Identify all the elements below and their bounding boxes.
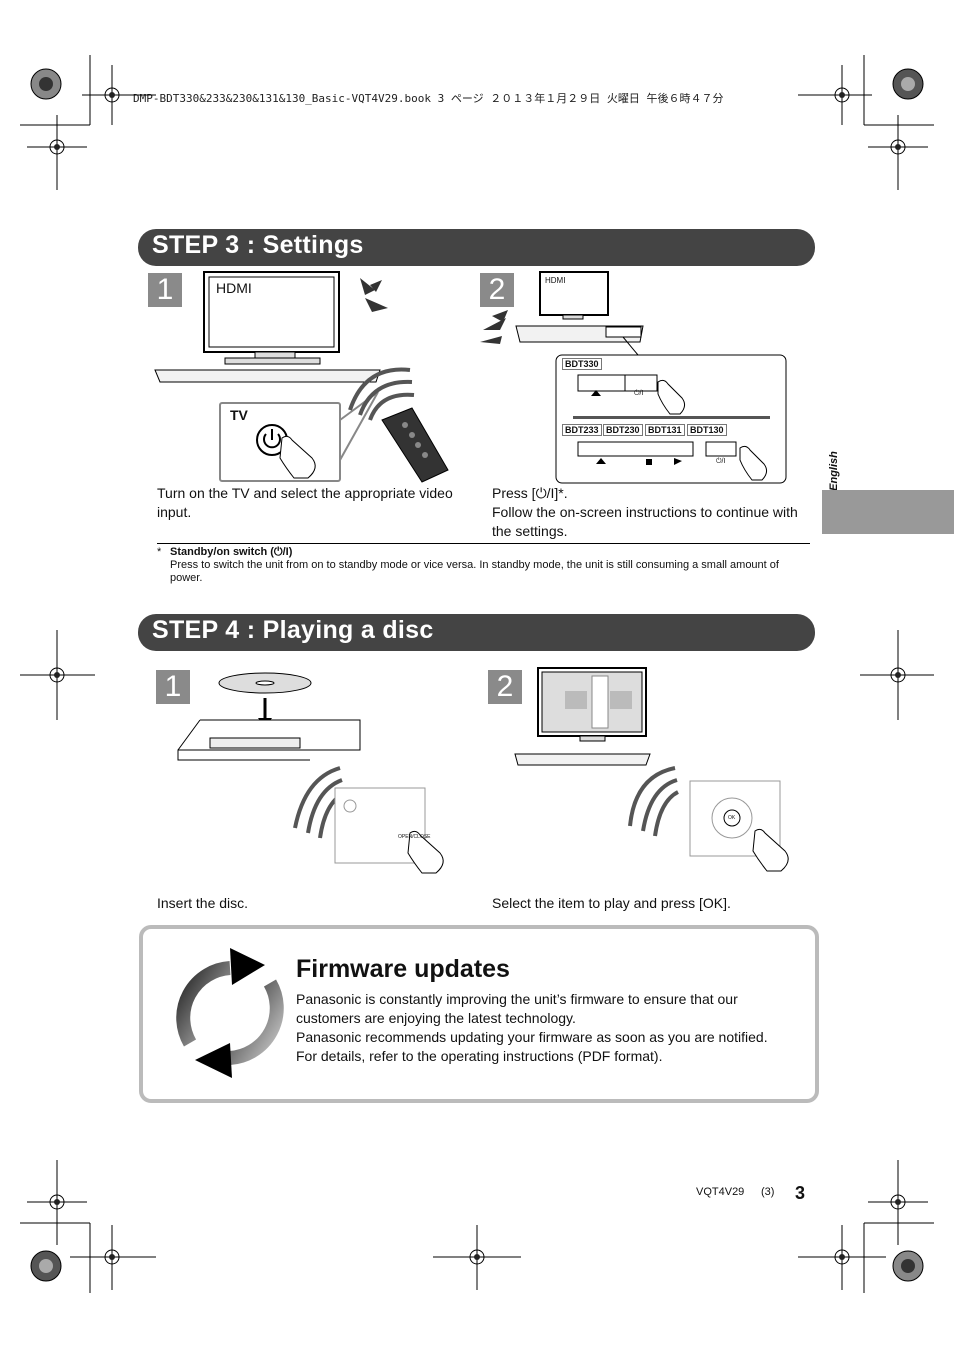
step3-panel1-illustration [154, 271, 449, 483]
firmware-line-1: Panasonic is constantly improving the un… [296, 991, 738, 1026]
model-tag-bdt131: BDT131 [645, 424, 685, 436]
refresh-icon [176, 948, 284, 1078]
step3-caption-line1: Press [⏻/I]*. [492, 485, 568, 501]
step4-panel1-illustration [177, 672, 444, 874]
step3-panel2-illustration [480, 271, 787, 484]
model-tag-bdt130: BDT130 [687, 424, 727, 436]
step3-panel1-caption: Turn on the TV and select the appropriat… [157, 485, 453, 520]
footer-code: VQT4V29 [696, 1186, 745, 1198]
sidebar-tab [822, 490, 954, 534]
firmware-title: Firmware updates [296, 955, 510, 983]
step3-panel2-number: 2 [480, 273, 514, 307]
firmware-box [139, 925, 819, 1103]
power-key-label-top: ⏻/I [634, 390, 644, 397]
firmware-line-3: For details, refer to the operating inst… [296, 1048, 663, 1064]
remote-tv-label: TV [230, 407, 248, 423]
firmware-line-2: Panasonic recommends updating your firmw… [296, 1029, 768, 1045]
step3-title: STEP 3 : Settings [152, 231, 364, 259]
open-close-key-label: OPEN/CLOSE [398, 834, 431, 840]
step4-title: STEP 4 : Playing a disc [152, 616, 434, 644]
model-tag-bdt330: BDT330 [562, 358, 602, 370]
footnote-title: Standby/on switch (⏻/I) [170, 546, 293, 558]
step4-panel2-number: 2 [488, 670, 522, 704]
firmware-body: Panasonic is constantly improving the un… [296, 990, 806, 1066]
ok-key-label: OK [728, 815, 736, 821]
step4-panel1-caption: Insert the disc. [157, 895, 249, 911]
footer-subpage: (3) [761, 1186, 775, 1198]
step3-caption-line2: Follow the on-screen instructions to con… [492, 504, 798, 539]
footnote-text: Press to switch the unit from on to stan… [170, 559, 779, 584]
footnote-marker: * [157, 546, 162, 558]
print-header: DMP-BDT330&233&230&131&130_Basic-VQT4V29… [133, 92, 724, 105]
step3-panel1-number: 1 [148, 273, 182, 307]
step3-tv-input-label: HDMI [216, 280, 252, 296]
page-number: 3 [795, 1183, 806, 1203]
model-tag-bdt230: BDT230 [603, 424, 643, 436]
step4-panel2-illustration [514, 667, 789, 872]
model-tag-bdt233: BDT233 [562, 424, 602, 436]
step4-panel1-number: 1 [156, 670, 190, 704]
step3-header: STEP 3 : Settings [138, 229, 815, 266]
footnote: * Standby/on switch (⏻/I) Press to switc… [157, 546, 797, 585]
power-key-label-bottom: ⏻/I [716, 458, 726, 465]
step4-panel2-caption: Select the item to play and press [OK]. [492, 895, 731, 911]
step4-header: STEP 4 : Playing a disc [138, 614, 815, 651]
sidebar-language-label: English [827, 451, 840, 491]
step3-panel2-tv-label: HDMI [545, 276, 566, 285]
step3-panel2-caption: Press [⏻/I]*. Follow the on-screen instr… [492, 484, 802, 541]
divider [157, 543, 810, 544]
